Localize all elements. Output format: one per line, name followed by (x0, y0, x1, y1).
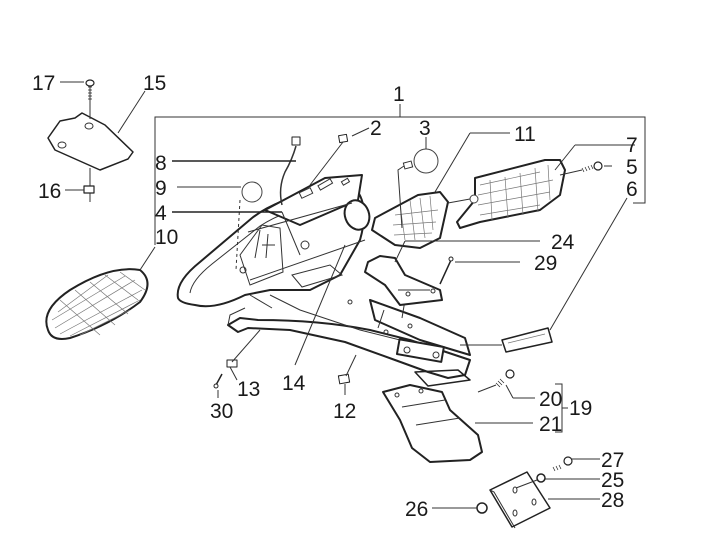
label-24: 24 (551, 231, 575, 254)
label-30: 30 (210, 400, 233, 423)
part-14-mudguard-body (176, 174, 471, 387)
label-20: 20 (539, 388, 562, 411)
group-bracket-1 (154, 104, 646, 245)
label-25: 25 (601, 469, 624, 492)
part-12-clip (337, 373, 351, 385)
label-16: 16 (38, 180, 61, 203)
label-27: 27 (601, 449, 624, 472)
part-11-lamp-body (371, 191, 449, 249)
leader-lines (60, 81, 635, 509)
part-25-washer (515, 473, 546, 489)
label-3: 3 (419, 117, 431, 140)
part-30-screw (213, 373, 223, 389)
label-11: 11 (514, 123, 536, 146)
part-10-lens (45, 268, 149, 340)
part-24-plate (364, 255, 443, 306)
part-26-nut (476, 502, 488, 514)
label-26: 26 (405, 498, 428, 521)
label-10: 10 (155, 226, 178, 249)
part-16-clip (83, 185, 95, 194)
label-15: 15 (143, 72, 166, 95)
part-29-screw (439, 256, 454, 285)
label-21: 21 (539, 413, 562, 436)
label-14: 14 (282, 372, 306, 395)
label-4: 4 (155, 202, 167, 225)
part-13-clip (226, 359, 238, 368)
part-2-clip (338, 133, 349, 144)
label-5: 5 (626, 156, 638, 179)
part-7-lens (447, 159, 566, 229)
label-29: 29 (534, 252, 557, 275)
label-12: 12 (333, 400, 356, 423)
label-9: 9 (155, 177, 167, 200)
label-13: 13 (237, 378, 260, 401)
part-20-screw (477, 369, 515, 393)
label-7: 7 (626, 134, 638, 157)
label-6: 6 (626, 178, 638, 201)
label-28: 28 (601, 489, 624, 512)
part-5-screw (559, 161, 603, 176)
part-15-cover (47, 87, 134, 202)
part-17-screw (85, 79, 95, 100)
label-17: 17 (32, 72, 55, 95)
label-19: 19 (569, 397, 592, 420)
part-6-reflector (460, 327, 553, 353)
part-28-bracket (489, 471, 551, 529)
part-21-mudflap (382, 384, 483, 463)
part-9-bulb (235, 181, 263, 271)
label-1: 1 (393, 83, 405, 106)
label-8: 8 (155, 152, 167, 175)
part-3-bulb (397, 148, 439, 229)
part-8-wire (279, 136, 301, 206)
callout-labels: 1 2 3 4 5 6 7 8 9 10 11 12 13 14 15 16 1… (32, 72, 638, 521)
part-27-bolt (552, 456, 573, 472)
label-2: 2 (370, 117, 382, 140)
